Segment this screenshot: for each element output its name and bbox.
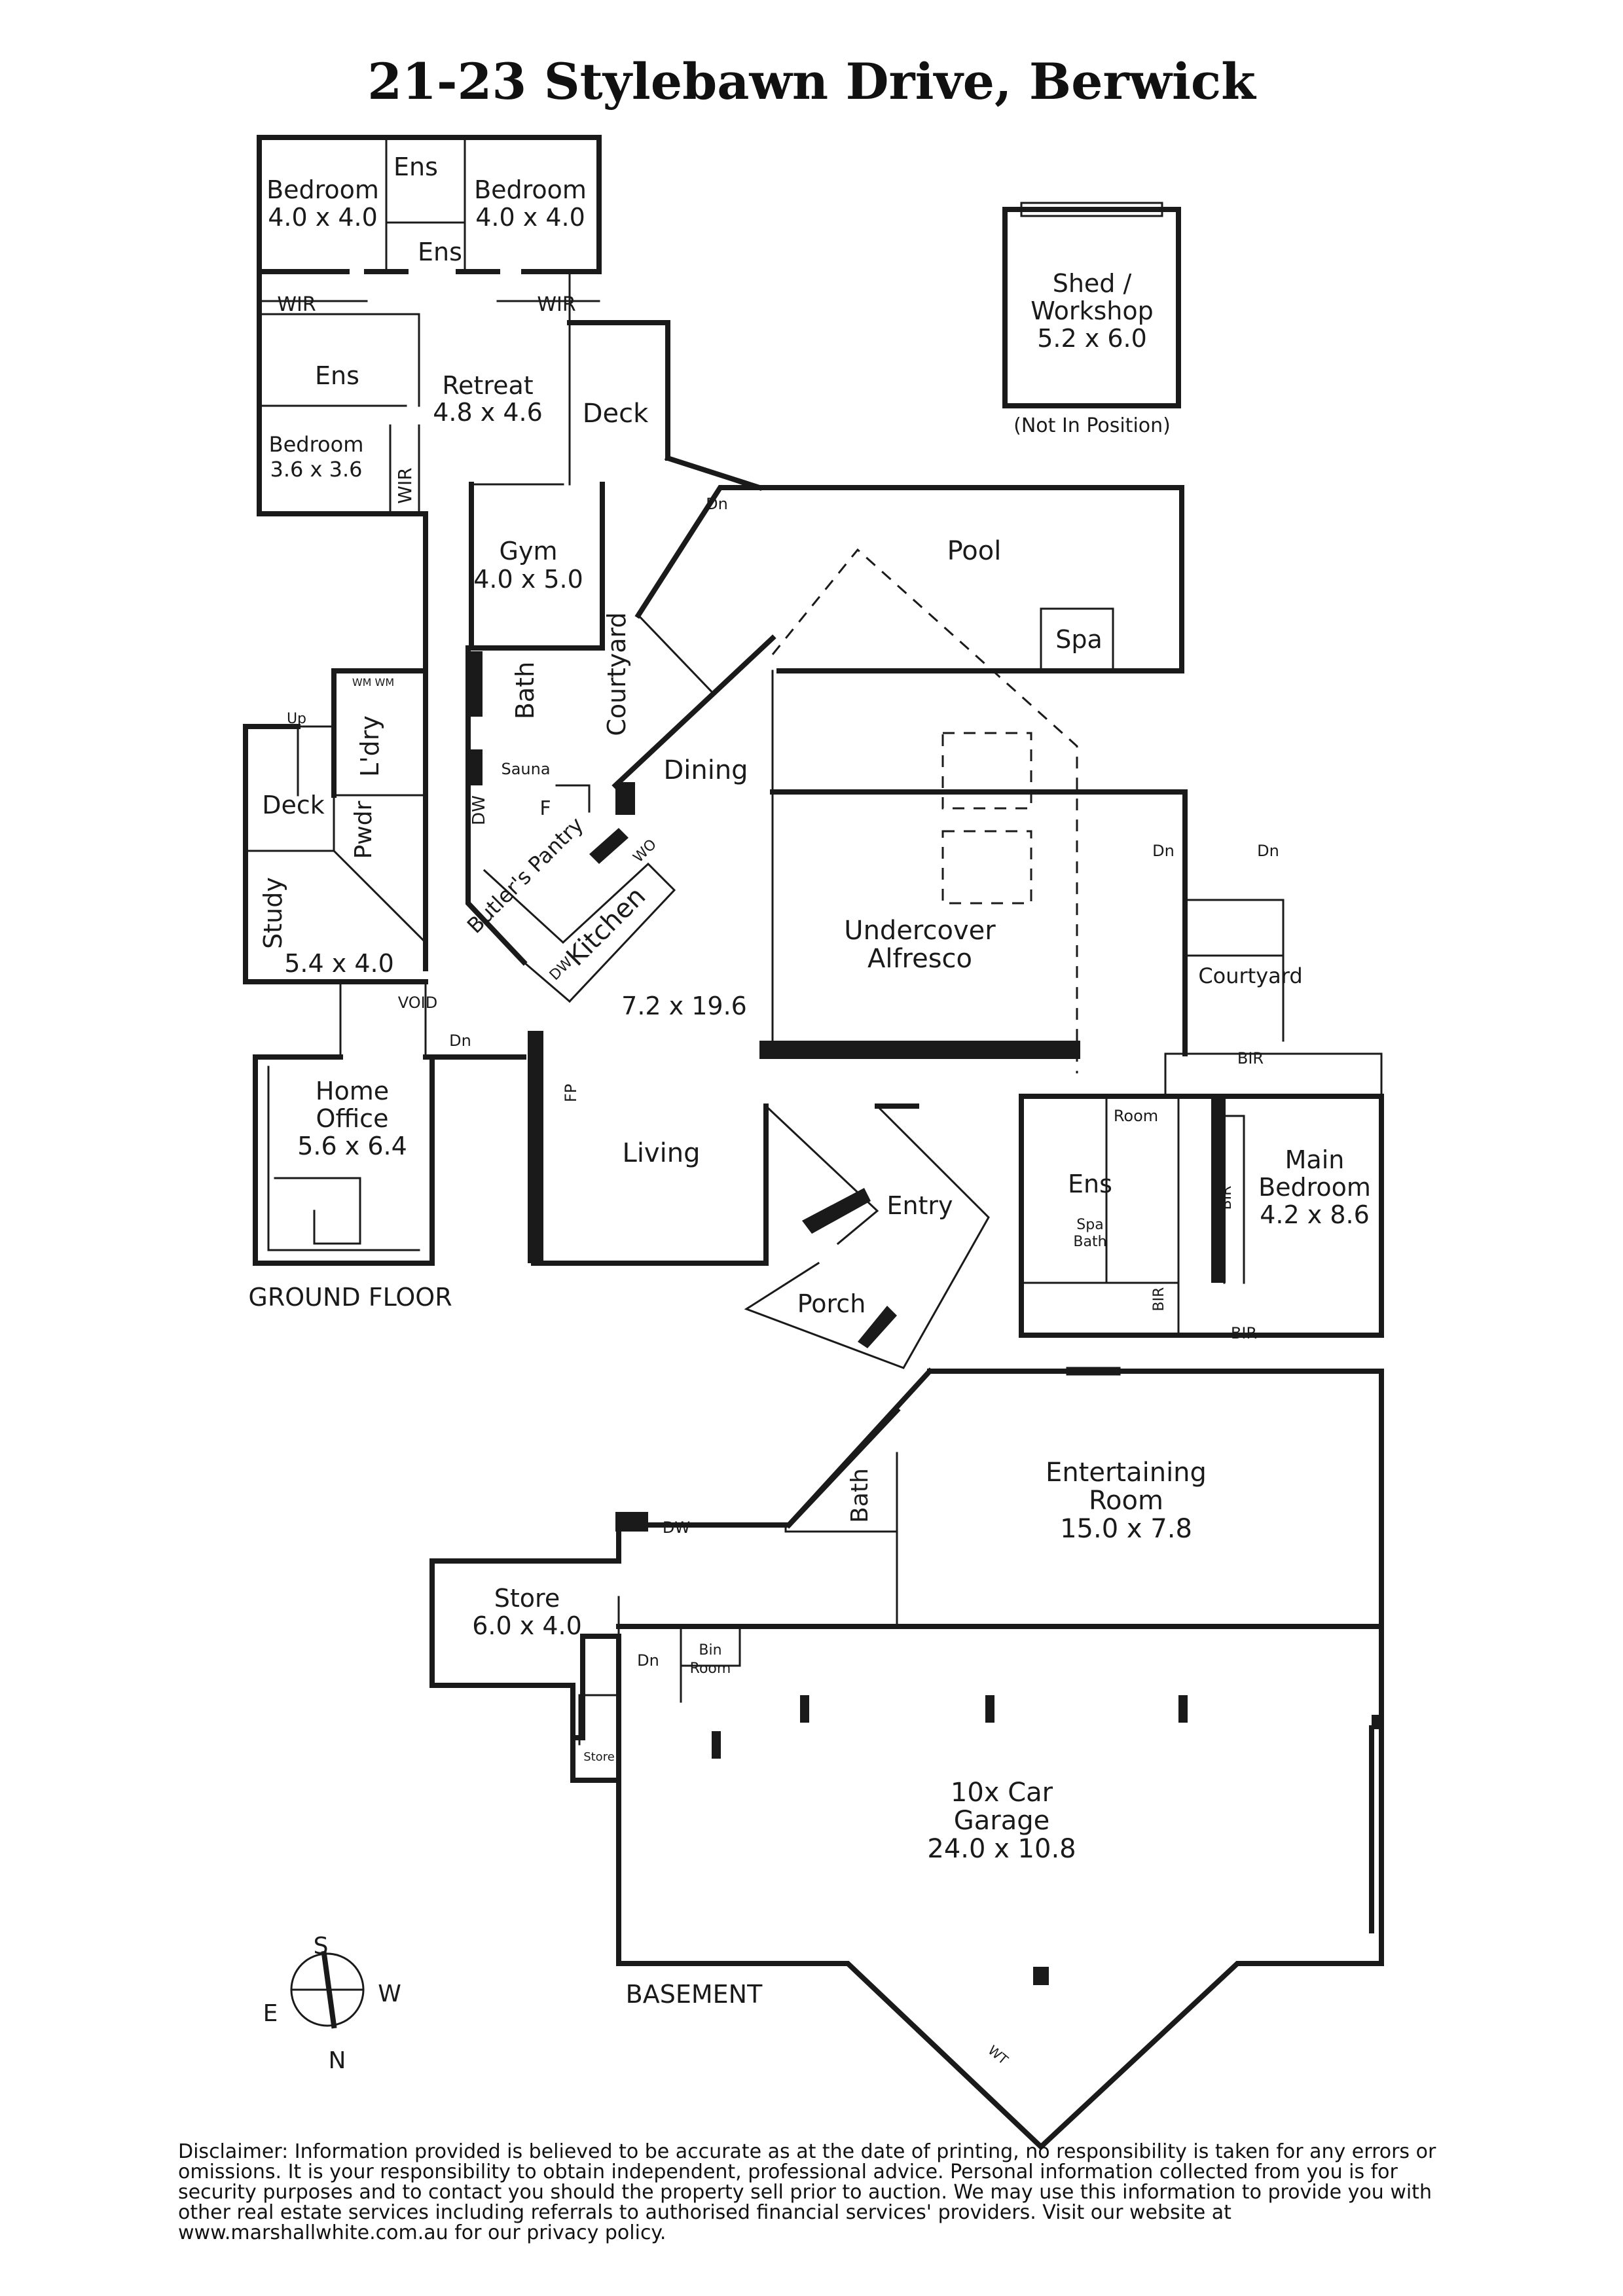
label-wir-small: WIR [394,467,416,503]
label-courtyard-left: Courtyard [602,612,631,736]
label-wt: WT [985,2042,1012,2068]
compass-s: S [314,1933,329,1960]
label-spa-bath-2: Bath [1073,1234,1106,1250]
label-store-size: 6.0 x 4.0 [472,1611,582,1640]
label-void: VOID [398,994,437,1012]
page-title: 21-23 Stylebawn Drive, Berwick [367,52,1256,111]
label-bedroom-ne-size: 4.0 x 4.0 [475,203,585,232]
label-bath-gf: Bath [511,662,539,719]
label-main-bedroom: Main [1285,1145,1345,1174]
dashed-roof-lines [771,548,1078,1073]
label-garage: 10x Car [951,1778,1053,1808]
label-wo: WO [630,836,660,866]
label-sauna: Sauna [501,760,550,778]
label-bin-room: Bin [699,1642,721,1659]
label-wm: WM WM [352,676,394,689]
label-main-bedroom-2: Bedroom [1258,1173,1371,1202]
label-deck-left: Deck [262,791,325,819]
label-ens-mid: Ens [418,238,462,266]
label-deck-top: Deck [583,399,649,429]
label-kitchen: Kitchen [560,881,651,972]
label-dining: Dining [663,755,748,785]
compass-e: E [263,2000,278,2027]
label-ens-top: Ens [393,152,438,181]
label-bir-side: BIR [1218,1186,1235,1210]
label-living: Living [623,1138,701,1168]
label-store: Store [494,1584,560,1613]
label-bir-top: BIR [1237,1049,1264,1067]
label-garage-2: Garage [954,1806,1049,1836]
basement-walls [429,1367,1384,2151]
label-up: Up [287,711,306,727]
label-home-office-size: 5.6 x 6.4 [297,1132,407,1160]
room-labels: Bedroom 4.0 x 4.0 Bedroom 4.0 x 4.0 Ens … [248,152,1371,2074]
label-home-office-2: Office [316,1104,389,1133]
label-shed-size: 5.2 x 6.0 [1037,324,1147,353]
label-store-small: Store [583,1750,615,1764]
label-bedroom-nw: Bedroom [266,175,379,204]
compass-n: N [329,2047,346,2074]
compass-rose [290,1950,365,2029]
label-entertaining-size: 15.0 x 7.8 [1060,1514,1192,1544]
label-ens-left: Ens [315,361,359,390]
label-gym: Gym [500,537,558,565]
label-entertaining-2: Room [1089,1486,1163,1516]
label-bedroom-ne: Bedroom [474,175,587,204]
label-dn-basement: Dn [637,1651,659,1670]
label-study: Study [259,877,287,949]
label-basement: BASEMENT [626,1980,763,2009]
label-main-bedroom-size: 4.2 x 8.6 [1260,1200,1370,1229]
label-wir-right: WIR [537,293,575,316]
label-porch: Porch [797,1289,866,1318]
label-spa-bath: Spa [1076,1217,1103,1233]
label-alfresco-2: Alfresco [867,944,972,974]
label-bath-basement: Bath [847,1468,873,1523]
label-dn-void: Dn [449,1031,471,1050]
label-ens-main: Ens [1068,1170,1112,1198]
label-retreat: Retreat [442,371,533,400]
solid-wall-masses [468,651,1226,1532]
label-retreat-size: 4.8 x 4.6 [433,398,543,427]
label-powder: Pwdr [350,800,377,859]
label-shed: Shed / [1053,269,1132,298]
disclaimer-text: Disclaimer: Information provided is beli… [178,2140,1436,2244]
basement-marks [712,1695,1382,1985]
label-home-office: Home [316,1077,389,1105]
ground-floor-walls [243,135,1384,1369]
label-dw-butler: DW [469,795,489,825]
label-dn-alfresco-2: Dn [1257,842,1279,860]
label-fridge: F [539,797,551,820]
label-alfresco: Undercover [844,916,996,946]
label-entertaining: Entertaining [1046,1458,1207,1488]
label-spa: Spa [1055,625,1103,654]
label-pool: Pool [947,536,1002,566]
label-laundry: L'dry [356,715,384,777]
label-dn-deck: Dn [706,495,728,513]
label-bin-room-2: Room [690,1660,731,1677]
label-kitchen-size: 7.2 x 19.6 [621,992,747,1020]
label-wir-left: WIR [277,293,316,316]
label-fp: FP [562,1084,580,1102]
label-shed-2: Workshop [1030,296,1153,325]
label-bedroom-small: Bedroom [269,432,364,457]
label-bir-bottom: BIR [1231,1324,1257,1342]
label-gym-size: 4.0 x 5.0 [473,565,583,594]
label-bedroom-small-size: 3.6 x 3.6 [270,457,362,482]
label-bir-lower: BIR [1151,1287,1167,1312]
label-garage-size: 24.0 x 10.8 [927,1834,1076,1864]
label-butlers-pantry: Butler's Pantry [462,812,589,939]
compass-w: W [378,1981,401,2007]
label-ground-floor: GROUND FLOOR [248,1283,452,1312]
label-entry: Entry [886,1191,953,1220]
label-shed-note: (Not In Position) [1013,414,1171,437]
label-dw-basement: DW [663,1518,690,1537]
label-room-small: Room [1114,1107,1158,1125]
label-dn-alfresco-1: Dn [1152,842,1175,860]
label-study-size: 5.4 x 4.0 [284,949,394,978]
label-bedroom-nw-size: 4.0 x 4.0 [268,203,378,232]
label-courtyard-right: Courtyard [1198,963,1302,988]
